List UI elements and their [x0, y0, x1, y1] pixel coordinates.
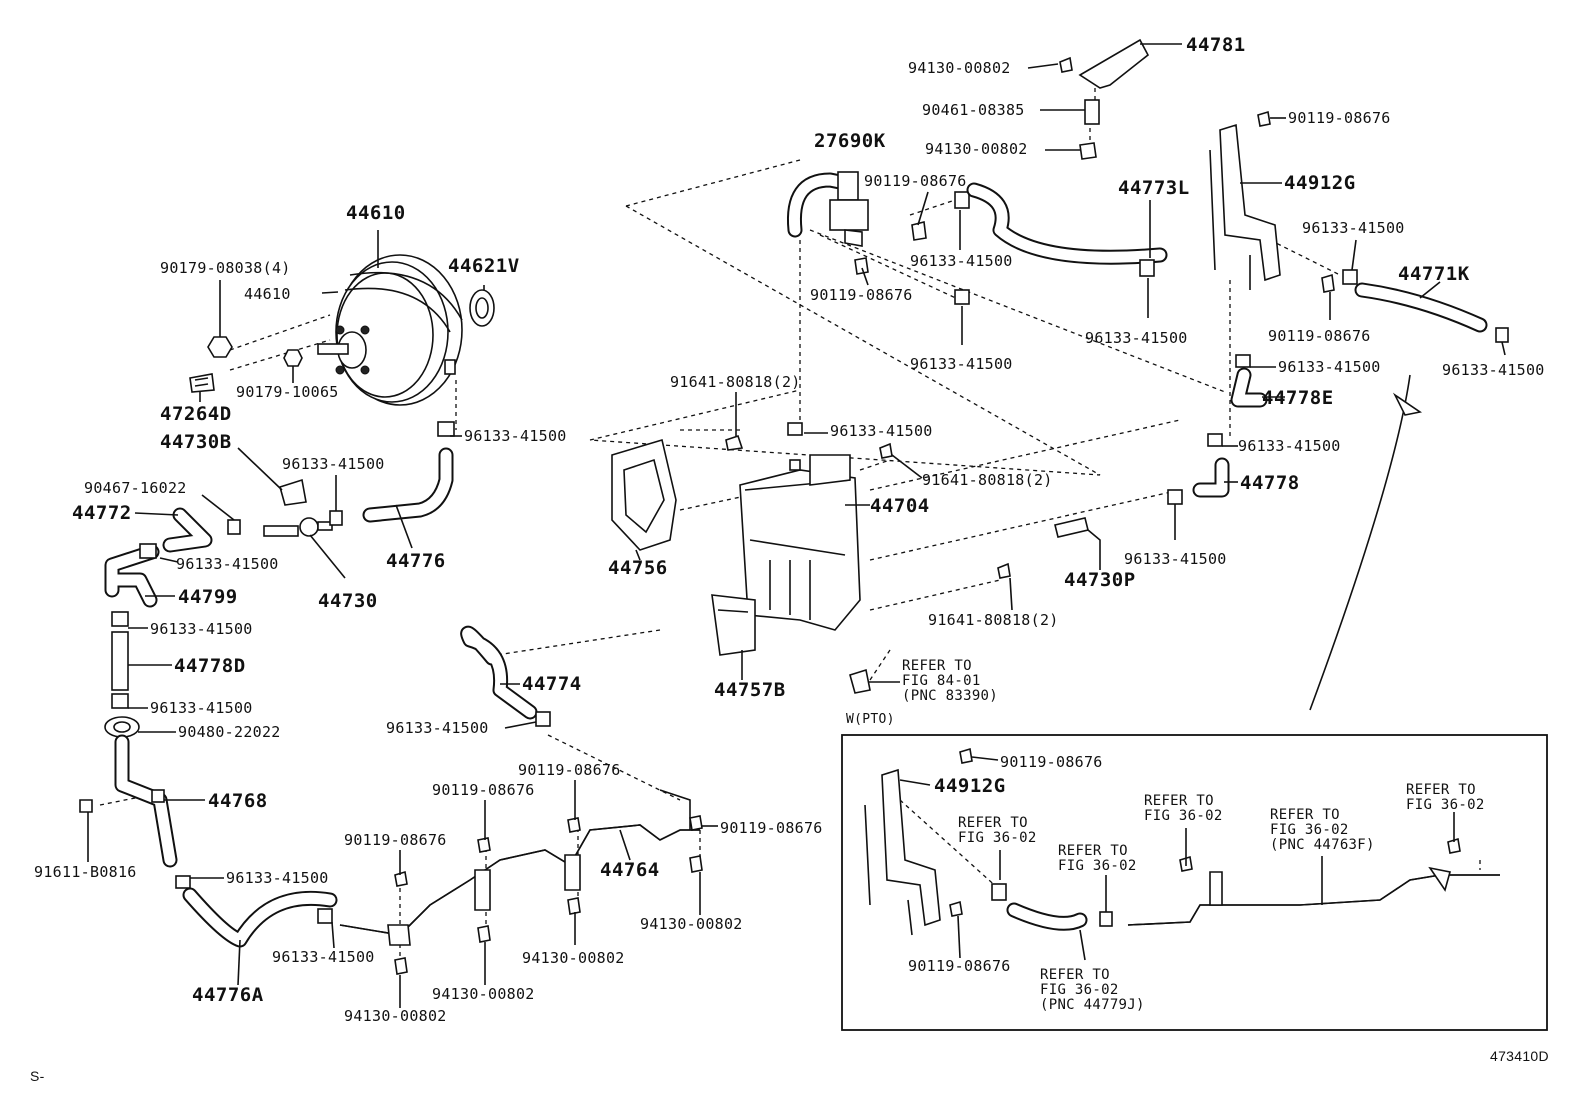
- brake-booster-drawing: [317, 254, 463, 406]
- label-90119-08676-e: 90119-08676: [518, 761, 621, 779]
- label-90119-08676-d: 90119-08676: [1268, 327, 1371, 345]
- label-44610-callout: 44610: [244, 285, 291, 303]
- label-91641-80818-a: 91641-80818(2): [670, 373, 801, 391]
- label-96133-41500-i: 96133-41500: [464, 427, 567, 445]
- label-96133-41500-q: 96133-41500: [272, 948, 375, 966]
- inset-label-90119-08676-b: 90119-08676: [908, 957, 1011, 975]
- label-96133-41500-k: 96133-41500: [176, 555, 279, 573]
- label-96133-41500-d: 96133-41500: [1302, 219, 1405, 237]
- inset-label-90119-08676-a: 90119-08676: [1000, 753, 1103, 771]
- label-96133-41500-e: 96133-41500: [1278, 358, 1381, 376]
- left-hose-drawings: [79, 421, 455, 948]
- label-94130-00802-c: 94130-00802: [640, 915, 743, 933]
- top-right-drawing: [1054, 110, 1509, 711]
- label-refer-fig-36-02-b: REFER TO FIG 36-02: [1144, 793, 1223, 824]
- label-91641-80818-b: 91641-80818(2): [922, 471, 1053, 489]
- label-27690k: 27690K: [814, 130, 886, 152]
- label-96133-41500-m: 96133-41500: [150, 699, 253, 717]
- label-90119-08676-b: 90119-08676: [810, 286, 913, 304]
- leader-lines: [87, 43, 1506, 1008]
- label-96133-41500-f: 96133-41500: [1442, 361, 1545, 379]
- label-96133-41500-p: 96133-41500: [386, 719, 489, 737]
- label-94130-00802-d: 94130-00802: [522, 949, 625, 967]
- label-90179-10065: 90179-10065: [236, 383, 339, 401]
- label-44776: 44776: [386, 550, 446, 572]
- label-44771k: 44771K: [1398, 263, 1470, 285]
- label-44799: 44799: [178, 586, 238, 608]
- label-44730: 44730: [318, 590, 378, 612]
- booster-nut-drawing: [189, 336, 303, 393]
- inset-label-44912g: 44912G: [934, 775, 1006, 797]
- label-refer-fig-36-02-d: REFER TO FIG 36-02 (PNC 44763F): [1270, 807, 1375, 853]
- label-90461-08385: 90461-08385: [922, 101, 1025, 119]
- top-center-drawing: [786, 38, 1168, 305]
- label-90467-16022: 90467-16022: [84, 479, 187, 497]
- label-refer-fig-84-01: REFER TO FIG 84-01 (PNC 83390): [902, 658, 999, 704]
- pipe-44764-drawing: [339, 789, 703, 975]
- label-96133-41500-c: 96133-41500: [910, 355, 1013, 373]
- label-96133-41500-h: 96133-41500: [1124, 550, 1227, 568]
- label-44781: 44781: [1186, 34, 1246, 56]
- figure-id: 473410D: [1490, 1048, 1549, 1064]
- label-91611-b0816: 91611-B0816: [34, 863, 137, 881]
- label-44772: 44772: [72, 502, 132, 524]
- gasket-44621v-drawing: [469, 289, 495, 327]
- label-47264d: 47264D: [160, 403, 232, 425]
- inset-frame: [841, 734, 1548, 1031]
- label-91641-80818-c: 91641-80818(2): [928, 611, 1059, 629]
- label-90480-22022: 90480-22022: [178, 723, 281, 741]
- label-90119-08676-a: 90119-08676: [864, 172, 967, 190]
- label-94130-00802-second: 94130-00802: [925, 140, 1028, 158]
- label-94130-00802-top: 94130-00802: [908, 59, 1011, 77]
- label-refer-fig-36-02-f: REFER TO FIG 36-02 (PNC 44779J): [1040, 967, 1145, 1013]
- label-44776a: 44776A: [192, 984, 264, 1006]
- label-90119-08676-g: 90119-08676: [720, 819, 823, 837]
- label-90119-08676-h: 90119-08676: [344, 831, 447, 849]
- label-94130-00802-e: 94130-00802: [432, 985, 535, 1003]
- label-44621v: 44621V: [448, 255, 520, 277]
- reservoir-drawing: [611, 422, 1011, 694]
- hose-44774-drawing: [460, 625, 551, 727]
- label-44730p: 44730P: [1064, 569, 1136, 591]
- label-96133-41500-g: 96133-41500: [1238, 437, 1341, 455]
- label-refer-fig-36-02-e: REFER TO FIG 36-02: [1406, 782, 1485, 813]
- corner-mark: S-: [30, 1068, 45, 1084]
- label-44778: 44778: [1240, 472, 1300, 494]
- label-44757b: 44757B: [714, 679, 786, 701]
- label-96133-41500-l: 96133-41500: [150, 620, 253, 638]
- label-96133-41500-j: 96133-41500: [282, 455, 385, 473]
- label-w-pto: W(PTO): [846, 712, 895, 727]
- check-valve-drawing: [227, 478, 343, 537]
- label-96133-41500-o: 96133-41500: [830, 422, 933, 440]
- label-96133-41500-b: 96133-41500: [1085, 329, 1188, 347]
- label-44774: 44774: [522, 673, 582, 695]
- label-44730b: 44730B: [160, 431, 232, 453]
- label-44610: 44610: [346, 202, 406, 224]
- label-90179-08038: 90179-08038(4): [160, 259, 291, 277]
- label-44773l: 44773L: [1118, 177, 1190, 199]
- label-44756: 44756: [608, 557, 668, 579]
- label-44912g: 44912G: [1284, 172, 1356, 194]
- label-44778e: 44778E: [1262, 387, 1334, 409]
- inset-drawing: [864, 747, 1500, 936]
- label-44768: 44768: [208, 790, 268, 812]
- label-90119-08676-f: 90119-08676: [432, 781, 535, 799]
- label-96133-41500-n: 96133-41500: [226, 869, 329, 887]
- label-44778d: 44778D: [174, 655, 246, 677]
- label-44704: 44704: [870, 495, 930, 517]
- label-94130-00802-f: 94130-00802: [344, 1007, 447, 1025]
- label-44764: 44764: [600, 859, 660, 881]
- label-refer-fig-36-02-a: REFER TO FIG 36-02: [958, 815, 1037, 846]
- label-96133-41500-a: 96133-41500: [910, 252, 1013, 270]
- label-90119-08676-c: 90119-08676: [1288, 109, 1391, 127]
- label-refer-fig-36-02-c: REFER TO FIG 36-02: [1058, 843, 1137, 874]
